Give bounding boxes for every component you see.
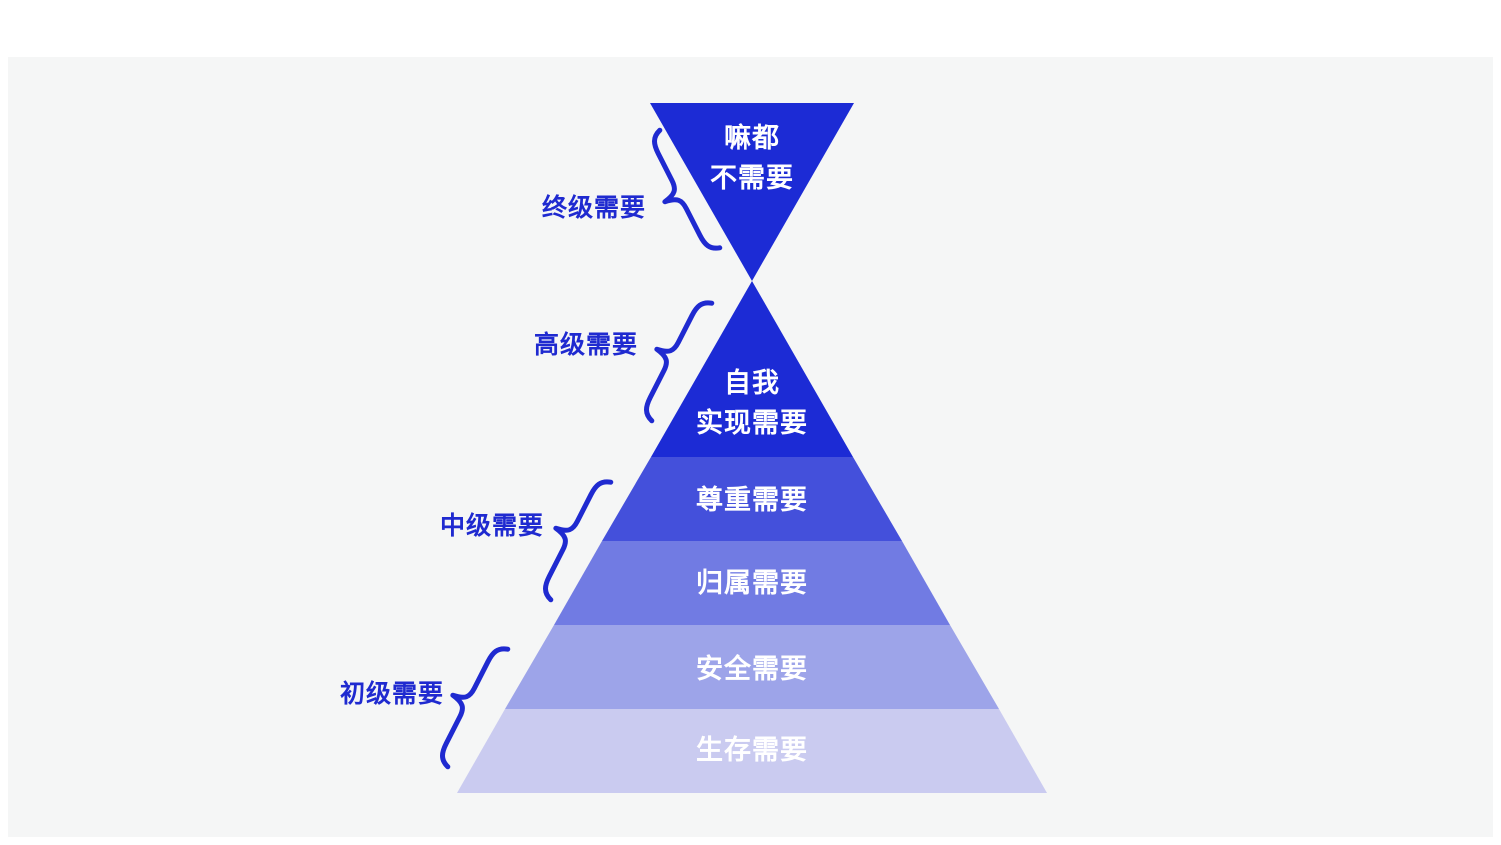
brace-advanced-needs <box>644 300 715 424</box>
top-triangle-label: 嘛都 不需要 <box>552 118 952 198</box>
side-label-basic-needs: 初级需要 <box>339 680 444 708</box>
side-label-intermediate-needs: 中级需要 <box>439 512 544 540</box>
band-label-survival: 生存需要 <box>696 735 808 765</box>
band-label-belonging: 归属需要 <box>696 568 808 598</box>
band-label-line2: 实现需要 <box>696 408 808 438</box>
band-esteem <box>602 457 902 541</box>
top-triangle-label-line2: 不需要 <box>710 163 794 193</box>
brace-basic-needs <box>440 646 511 770</box>
side-label-advanced-needs: 高级需要 <box>533 331 638 359</box>
band-label-line1: 自我 <box>724 368 780 398</box>
top-triangle-label-line1: 嘛都 <box>724 123 780 153</box>
band-belonging <box>554 541 950 625</box>
band-self-actualization <box>651 281 853 457</box>
band-label-esteem: 尊重需要 <box>696 485 808 515</box>
side-label-ultimate-needs: 终级需要 <box>541 194 646 222</box>
band-label-safety: 安全需要 <box>696 654 808 684</box>
band-label-self-actualization: 自我 实现需要 <box>552 363 952 443</box>
band-safety <box>505 625 999 709</box>
brace-ultimate-needs <box>652 127 723 251</box>
top-inverted-triangle <box>650 103 854 281</box>
band-survival <box>457 709 1047 793</box>
brace-intermediate-needs <box>543 479 614 603</box>
